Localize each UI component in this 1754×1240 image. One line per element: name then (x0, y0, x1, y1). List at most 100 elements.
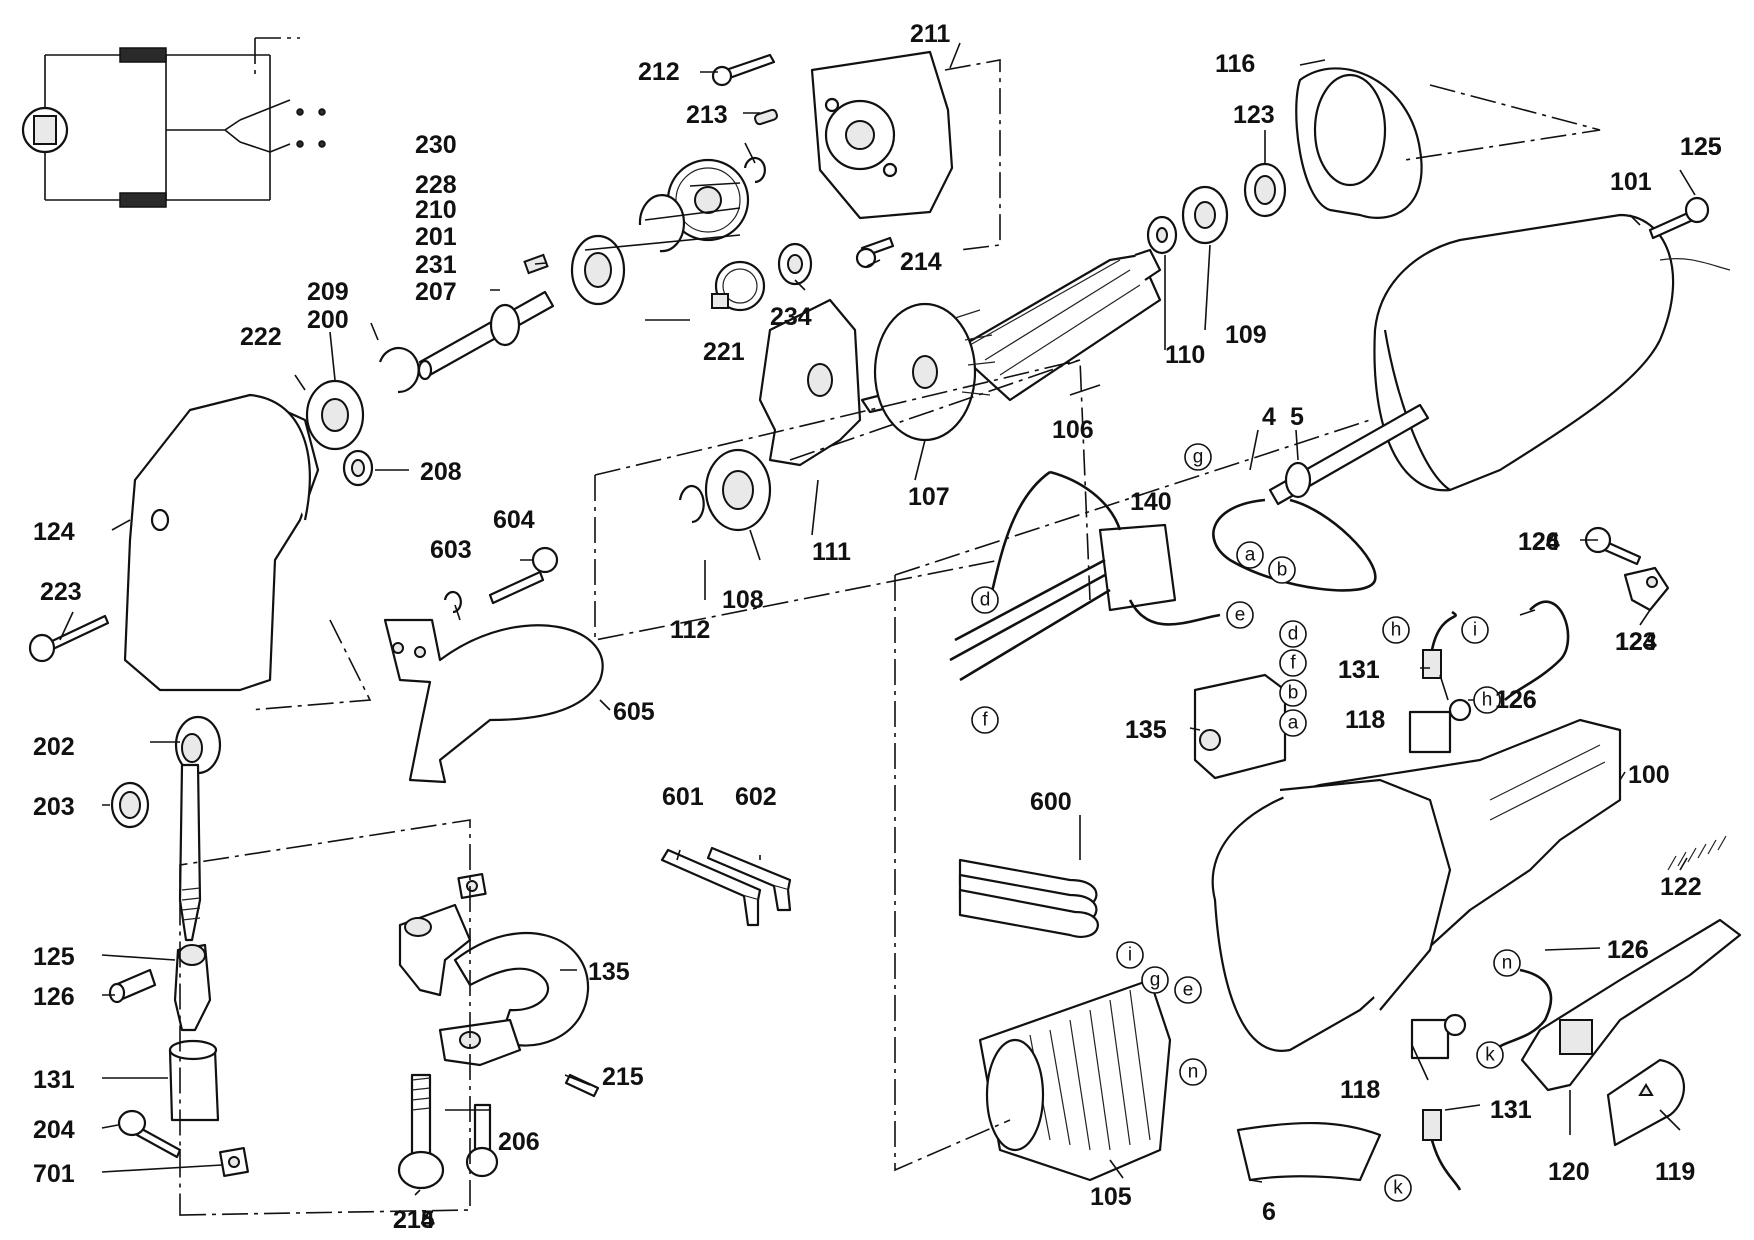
insert-701 (218, 1146, 250, 1178)
bolt-215 (397, 1073, 445, 1190)
callout-207: 202 (33, 733, 75, 761)
circlip-112 (678, 484, 705, 524)
callout-215: 215 (393, 1206, 435, 1234)
callout-131-top: 131 (1338, 656, 1380, 684)
callout-4: 4 (1262, 403, 1276, 431)
suppressor-140 (949, 470, 1221, 682)
connector-k-brush: k (1384, 1174, 1412, 1202)
svg-text:n: n (1502, 953, 1513, 974)
callout-108: 108 (722, 586, 764, 614)
bearing-209 (342, 449, 374, 487)
connector-g-stator: g (1141, 966, 1169, 994)
insert-top (457, 872, 487, 900)
callout-605: 605 (613, 698, 655, 726)
callout-212: 201 (415, 223, 457, 251)
cable-sleeve-5 (1268, 403, 1430, 506)
field-coil-top (119, 47, 167, 63)
callout-135: 135 (1125, 716, 1167, 744)
connector-e-mid: e (1226, 601, 1254, 629)
callout-211: 200 (307, 306, 349, 334)
callout-131-bottom: 131 (1490, 1096, 1532, 1124)
callout-110: 110 (1165, 341, 1205, 369)
connector-d-left: d (971, 586, 999, 614)
callout-126-bottom: 126 (1607, 936, 1649, 964)
svg-text:i: i (1128, 945, 1132, 966)
connector-e-stator: e (1174, 976, 1202, 1004)
baffle-111 (758, 298, 862, 467)
head-housing-200 (123, 393, 320, 692)
callout-603: 603 (430, 536, 472, 564)
part-number-callouts-extra: 215 125 124 123 131 126 135 126 131 (393, 133, 1722, 1234)
deflector-605 (383, 618, 604, 784)
circlip-217 (638, 194, 685, 253)
callout-126-bottom: 126 (1607, 936, 1649, 964)
screw-604 (488, 546, 559, 605)
lever-207 (174, 715, 222, 942)
brush-131-top (1422, 610, 1457, 679)
bearing-234 (777, 242, 813, 286)
connector-h-cable: h (1473, 686, 1501, 714)
motor-housing-101 (1373, 213, 1731, 492)
callout-121: 122 (1660, 873, 1702, 901)
callout-208: 209 (307, 278, 349, 306)
callout-230: 223 (40, 578, 82, 606)
callout-125: 125 (1680, 133, 1722, 161)
callout-225: 221 (703, 338, 745, 366)
callout-221: 212 (638, 58, 680, 86)
switch-slide-120 (1520, 918, 1742, 1092)
punch-201 (173, 943, 212, 1032)
svg-text:b: b (1277, 560, 1288, 581)
callout-leaders (59, 42, 1696, 1196)
callout-118-top: 118 (1345, 706, 1385, 734)
cable-126-top (1504, 600, 1570, 701)
connector-labels: g a b d e f d f b a h i h i g e n n k k (971, 443, 1521, 1202)
washer-110 (1146, 215, 1178, 255)
callout-6: 6 (1262, 1198, 1276, 1226)
svg-text:h: h (1391, 620, 1402, 641)
callout-209: 208 (420, 458, 462, 486)
stator-105 (978, 978, 1172, 1182)
callout-100: 100 (1628, 761, 1670, 789)
svg-text:e: e (1183, 980, 1194, 1001)
svg-text:k: k (1485, 1045, 1495, 1066)
assembly-lines (179, 84, 1601, 1216)
bearing-108 (704, 448, 772, 532)
screw-213 (117, 1109, 182, 1159)
bearing-109 (1181, 185, 1229, 245)
callout-233: 231 (415, 251, 457, 279)
connector-a-switch: a (1279, 709, 1307, 737)
svg-text:f: f (1290, 653, 1296, 674)
callout-200: 124 (33, 518, 75, 546)
callout-131-top: 131 (1338, 656, 1380, 684)
callout-210: 203 (33, 793, 75, 821)
callout-222: 213 (686, 101, 728, 129)
connector-d-switch: d (1279, 620, 1307, 648)
callout-600: 600 (1030, 788, 1072, 816)
screw-214 (465, 1103, 499, 1178)
pin-202 (108, 968, 157, 1004)
svg-text:h: h (1482, 690, 1493, 711)
callout-119: 119 (1655, 1158, 1695, 1186)
sleeve-203 (168, 1039, 220, 1122)
svg-text:d: d (980, 590, 991, 611)
hex-key-602 (706, 846, 792, 912)
callout-106: 106 (1052, 416, 1094, 444)
screw-223 (855, 236, 895, 269)
shims-600 (958, 858, 1099, 938)
callout-109: 109 (1225, 321, 1267, 349)
svg-text:k: k (1393, 1178, 1403, 1199)
die-204 (398, 903, 590, 1067)
cable-126-bottom (1494, 968, 1553, 1051)
connector-f-switch: f (1279, 649, 1307, 677)
callout-602: 602 (735, 783, 777, 811)
svg-text:n: n (1188, 1062, 1199, 1083)
svg-text:g: g (1193, 447, 1204, 468)
callout-126-top: 126 (1495, 686, 1537, 714)
shaft-206 (417, 290, 555, 381)
washer-603 (443, 590, 462, 614)
connector-n-stator: n (1179, 1058, 1207, 1086)
pinion-225 (711, 260, 766, 312)
connector-b-top: b (1268, 556, 1296, 584)
callout-213: 204 (33, 1116, 75, 1144)
